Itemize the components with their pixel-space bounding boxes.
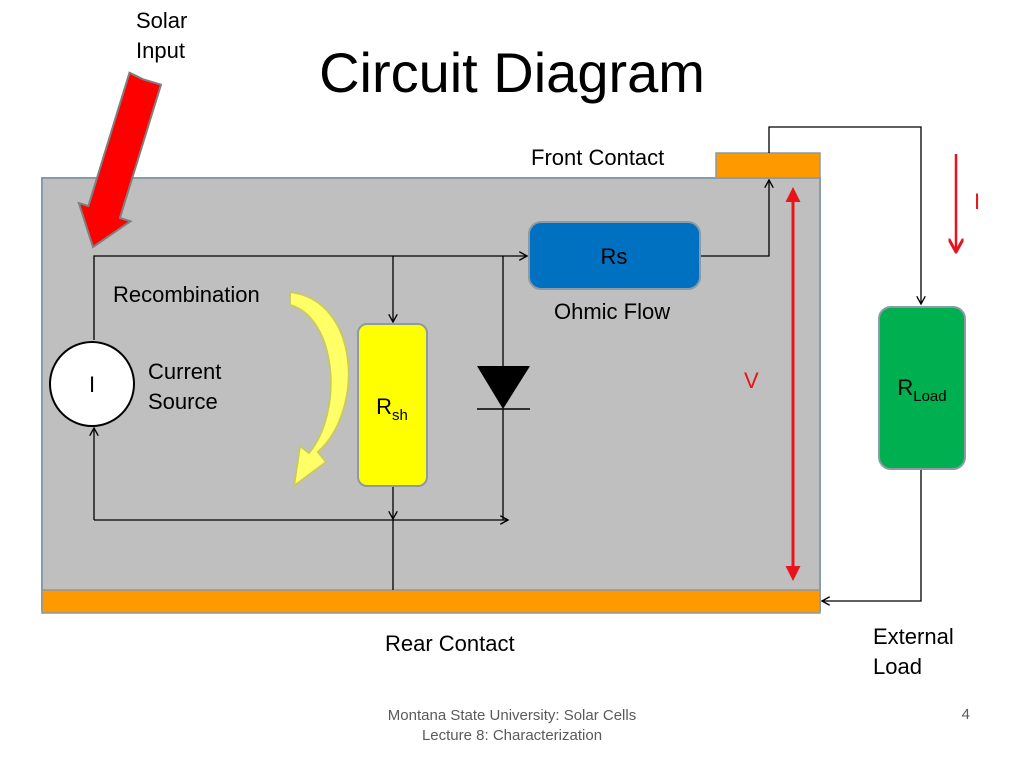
front-contact-bar: [715, 152, 821, 179]
solar-input-arrow: [77, 71, 163, 249]
footer: Montana State University: Solar Cells Le…: [312, 706, 712, 746]
shunt-resistor-main: R: [376, 394, 392, 419]
top-wire: [93, 256, 527, 340]
load-resistor-main: R: [897, 375, 913, 400]
solar-input-line2: Input: [136, 38, 185, 63]
rear-contact-bar: [41, 589, 821, 614]
recombination-arrow: [289, 290, 350, 489]
external-load-label: External Load: [873, 622, 954, 682]
recombination-label: Recombination: [113, 282, 260, 307]
current-label: I: [974, 189, 981, 214]
load-resistor-sub: Load: [913, 388, 946, 405]
external-load-line2: Load: [873, 654, 922, 679]
page-title: Circuit Diagram: [319, 41, 705, 104]
current-source-symbol: I: [89, 372, 95, 397]
series-resistor-label: Rs: [601, 244, 628, 269]
load-resistor: [878, 306, 966, 470]
load-resistor-label: RLoad: [897, 375, 946, 405]
footer-line2: Lecture 8: Characterization: [421, 727, 603, 744]
current-source-line2: Source: [148, 389, 218, 414]
shunt-resistor: [357, 323, 428, 487]
series-resistor: [528, 221, 701, 290]
rear-contact-label: Rear Contact: [385, 631, 515, 656]
shunt-resistor-label: Rsh: [376, 394, 408, 424]
external-load-line1: External: [873, 624, 954, 649]
current-source-label: Current Source: [148, 357, 221, 417]
shunt-resistor-sub: sh: [392, 407, 408, 424]
current-source-line1: Current: [148, 359, 222, 384]
external-wire-top: [768, 126, 921, 304]
external-wire-bottom: [822, 469, 922, 601]
ohmic-flow-label: Ohmic Flow: [554, 299, 671, 324]
solar-input-line1: Solar: [136, 8, 188, 33]
page-number: 4: [961, 706, 970, 723]
solar-input-label: Solar Input: [136, 6, 187, 66]
front-contact-wire: [700, 180, 769, 257]
footer-line1: Montana State University: Solar Cells: [387, 707, 637, 724]
current-source: [49, 341, 135, 427]
diode-symbol: [477, 366, 530, 409]
voltage-label: V: [744, 368, 759, 393]
front-contact-label: Front Contact: [531, 145, 665, 170]
